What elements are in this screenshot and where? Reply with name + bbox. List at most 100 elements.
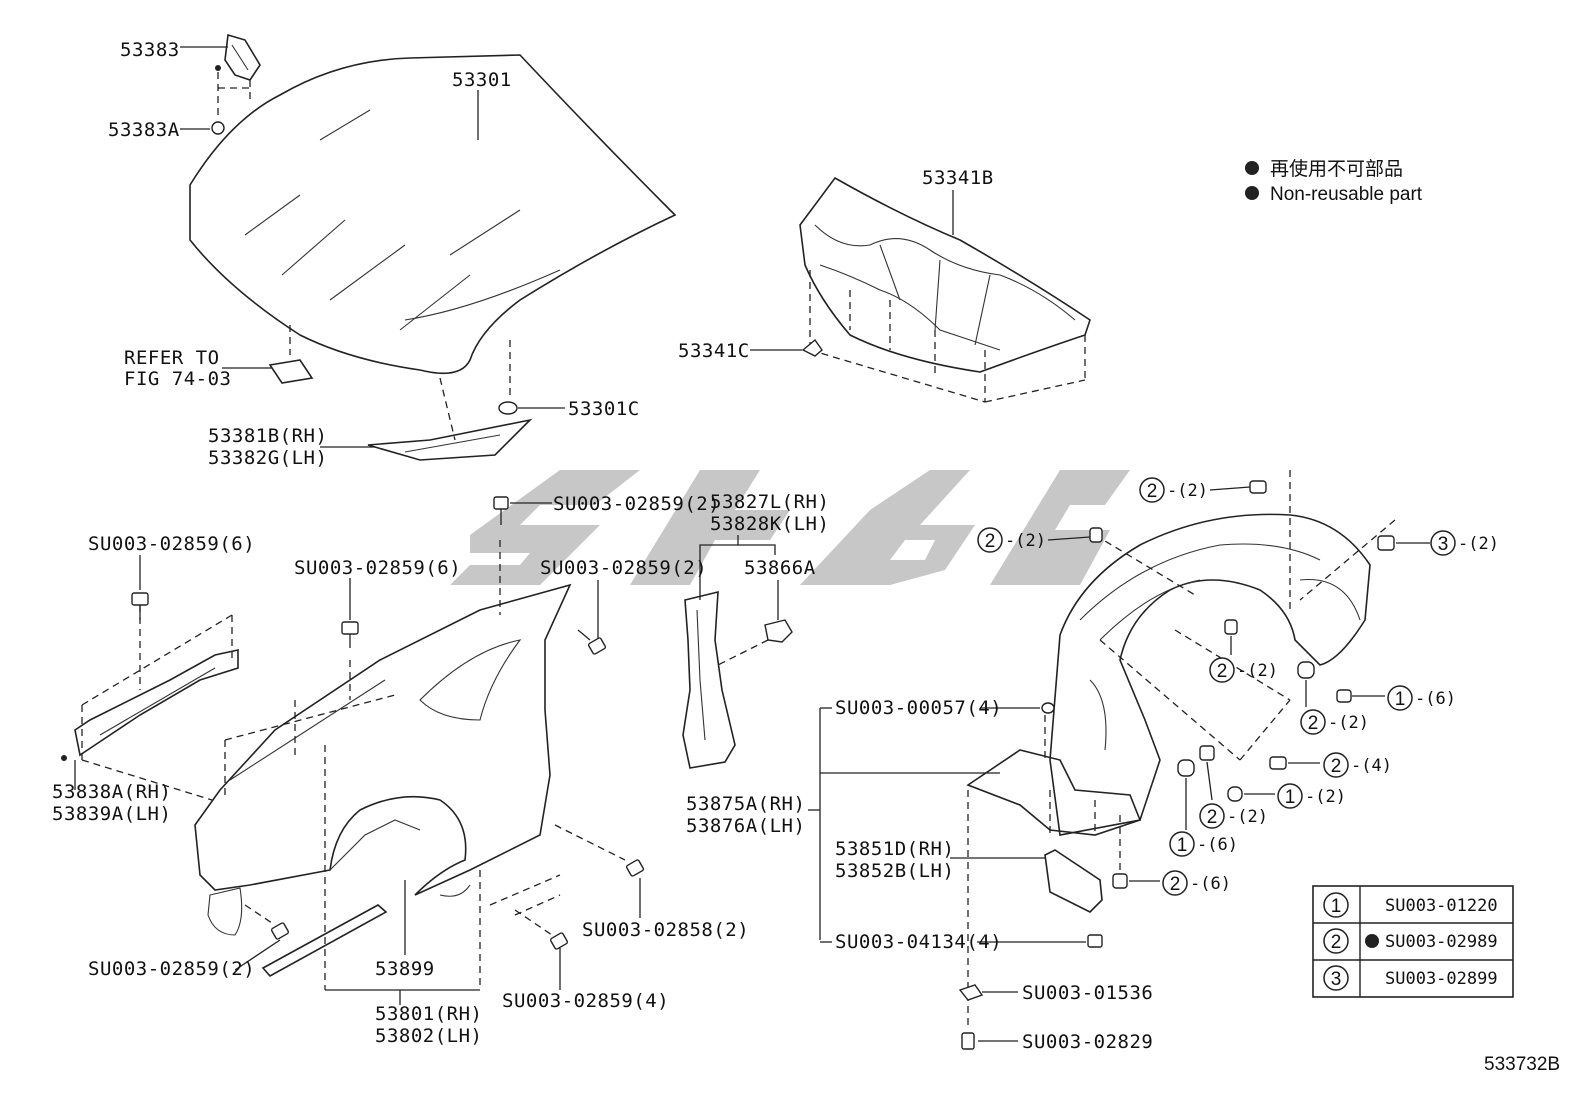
label-53852B: 53852B(LH) xyxy=(835,860,954,882)
svg-text:3: 3 xyxy=(1331,969,1342,990)
callout-bubble: 2 -(2) xyxy=(977,527,1046,553)
label-f-left: SU003-02859(6) xyxy=(88,533,255,555)
clip-53383A-icon xyxy=(211,121,225,135)
label-53875A: 53875A(RH) xyxy=(686,793,805,815)
bolt-icon xyxy=(131,592,149,620)
nut-plate-icon xyxy=(958,984,984,1001)
pad-53301C-icon xyxy=(498,401,518,415)
callout-quantity: -(6) xyxy=(1190,874,1231,894)
screw-icon xyxy=(961,1032,975,1050)
clip-icon xyxy=(1249,480,1267,494)
bracket-53838A[interactable] xyxy=(61,649,239,761)
callout-quantity: -(2) xyxy=(1005,531,1046,551)
legend-en: Non-reusable part xyxy=(1270,184,1423,205)
insulator-53341B[interactable] xyxy=(799,176,1091,373)
label-53899: 53899 xyxy=(375,958,435,980)
non-reusable-bullet-icon xyxy=(1365,934,1379,948)
callout-quantity: -(2) xyxy=(1328,713,1369,733)
legend-ja: 再使用不可部品 xyxy=(1270,158,1403,180)
callout-bubble: 2 -(4) xyxy=(1323,752,1392,778)
bracket-53851D[interactable] xyxy=(1044,849,1103,913)
callout-group: 2-(2)2-(2)3-(2)2-(2)2-(2)1-(6)2-(4)1-(2)… xyxy=(977,477,1499,896)
bolt-icon xyxy=(341,621,359,648)
label-f-01536: SU003-01536 xyxy=(1022,982,1153,1004)
callout-number: 2 xyxy=(1331,756,1342,777)
callout-number: 2 xyxy=(1170,874,1181,895)
label-53838A: 53838A(RH) xyxy=(52,781,171,803)
label-53827L: 53827L(RH) xyxy=(710,491,829,513)
table-part-number: SU003-01220 xyxy=(1385,896,1498,916)
callout-bubble: 1-(2) xyxy=(1277,783,1346,809)
clip-icon xyxy=(1377,535,1395,551)
watermark-logo xyxy=(450,470,1130,585)
callout-bubble: 2 -(2) xyxy=(1300,709,1369,735)
under-cover-53875A[interactable] xyxy=(966,749,1142,836)
callout-quantity: -(4) xyxy=(1351,756,1392,776)
table-row: 2 SU003-02989 xyxy=(1323,928,1498,954)
label-f-00057: SU003-00057(4) xyxy=(835,697,1002,719)
label-f-center-right: SU003-02859(2) xyxy=(540,557,707,579)
refer-line-2: FIG 74-03 xyxy=(124,368,231,390)
pad-53827L[interactable] xyxy=(682,590,736,769)
refer-line-1: REFER TO xyxy=(124,347,220,369)
svg-text:1: 1 xyxy=(1331,896,1342,917)
label-f-02829: SU003-02829 xyxy=(1022,1031,1153,1053)
label-53381B: 53381B(RH) xyxy=(208,425,327,447)
fender-53801[interactable] xyxy=(194,583,572,936)
clip-icon xyxy=(1269,756,1287,770)
label-53876A: 53876A(LH) xyxy=(686,815,805,837)
callout-quantity: -(2) xyxy=(1237,661,1278,681)
seal-53381B[interactable] xyxy=(367,418,533,461)
label-f-bottom-center: SU003-02859(4) xyxy=(502,990,669,1012)
label-53301: 53301 xyxy=(452,69,512,91)
clip-icon xyxy=(1112,873,1128,889)
callout-bubble: 2 -(2) xyxy=(1199,803,1268,829)
label-53341B: 53341B xyxy=(922,167,994,189)
callout-number: 2 xyxy=(1217,661,1228,682)
fastener-reference-table: 1 SU003-01220 2 SU003-02989 3 SU003-0289… xyxy=(1312,885,1514,998)
bolt-icon xyxy=(554,824,645,877)
callout-bubble: 1-(6) xyxy=(1387,685,1456,711)
strip-53899[interactable] xyxy=(261,904,388,978)
bolt-icon xyxy=(1087,934,1103,948)
callout-number: 2 xyxy=(1207,807,1218,828)
label-53301C: 53301C xyxy=(568,398,640,420)
table-row: 3 SU003-02899 xyxy=(1323,965,1498,991)
label-53851D: 53851D(RH) xyxy=(835,838,954,860)
callout-quantity: -(2) xyxy=(1227,807,1268,827)
legend-bullet-icon xyxy=(1245,161,1259,175)
label-53839A: 53839A(LH) xyxy=(52,803,171,825)
label-53828K: 53828K(LH) xyxy=(710,513,829,535)
clip-53866A-icon xyxy=(764,619,793,643)
clip-icon xyxy=(1177,759,1195,777)
table-part-number: SU003-02899 xyxy=(1385,969,1498,989)
bolt-icon xyxy=(493,496,509,525)
callout-quantity: -(2) xyxy=(1305,787,1346,807)
callout-number: 2 xyxy=(1308,713,1319,734)
callout-quantity: -(6) xyxy=(1197,835,1238,855)
clip-icon xyxy=(1224,619,1238,635)
clip-53341C-icon xyxy=(801,338,823,357)
callout-quantity: -(2) xyxy=(1458,534,1499,554)
clip-icon xyxy=(1199,745,1215,761)
callout-number: 1 xyxy=(1395,689,1406,710)
figure-code: 533732B xyxy=(1484,1054,1560,1075)
callout-bubble: 2 -(2) xyxy=(1209,657,1278,683)
legend-bullet-icon xyxy=(1245,186,1259,200)
label-f-mid: SU003-02859(6) xyxy=(294,557,461,579)
callout-bubble: 2 -(6) xyxy=(1162,870,1231,896)
callout-number: 1 xyxy=(1177,835,1188,856)
bolt-icon xyxy=(244,904,290,940)
label-53382G: 53382G(LH) xyxy=(208,447,327,469)
callout-bubble: 2-(2) xyxy=(1139,477,1208,503)
fender-liner-53875A[interactable] xyxy=(1049,513,1371,836)
hood-53301[interactable] xyxy=(189,54,677,375)
callout-number: 3 xyxy=(1438,534,1449,555)
label-f-bottom-left: SU003-02859(2) xyxy=(88,958,255,980)
refer-label-icon xyxy=(268,359,314,384)
bracket-53383[interactable] xyxy=(215,33,261,81)
callout-number: 2 xyxy=(985,531,996,552)
table-row: 1 SU003-01220 xyxy=(1323,892,1498,918)
clip-icon xyxy=(1089,527,1103,543)
callout-bubble: 3 -(2) xyxy=(1430,530,1499,556)
